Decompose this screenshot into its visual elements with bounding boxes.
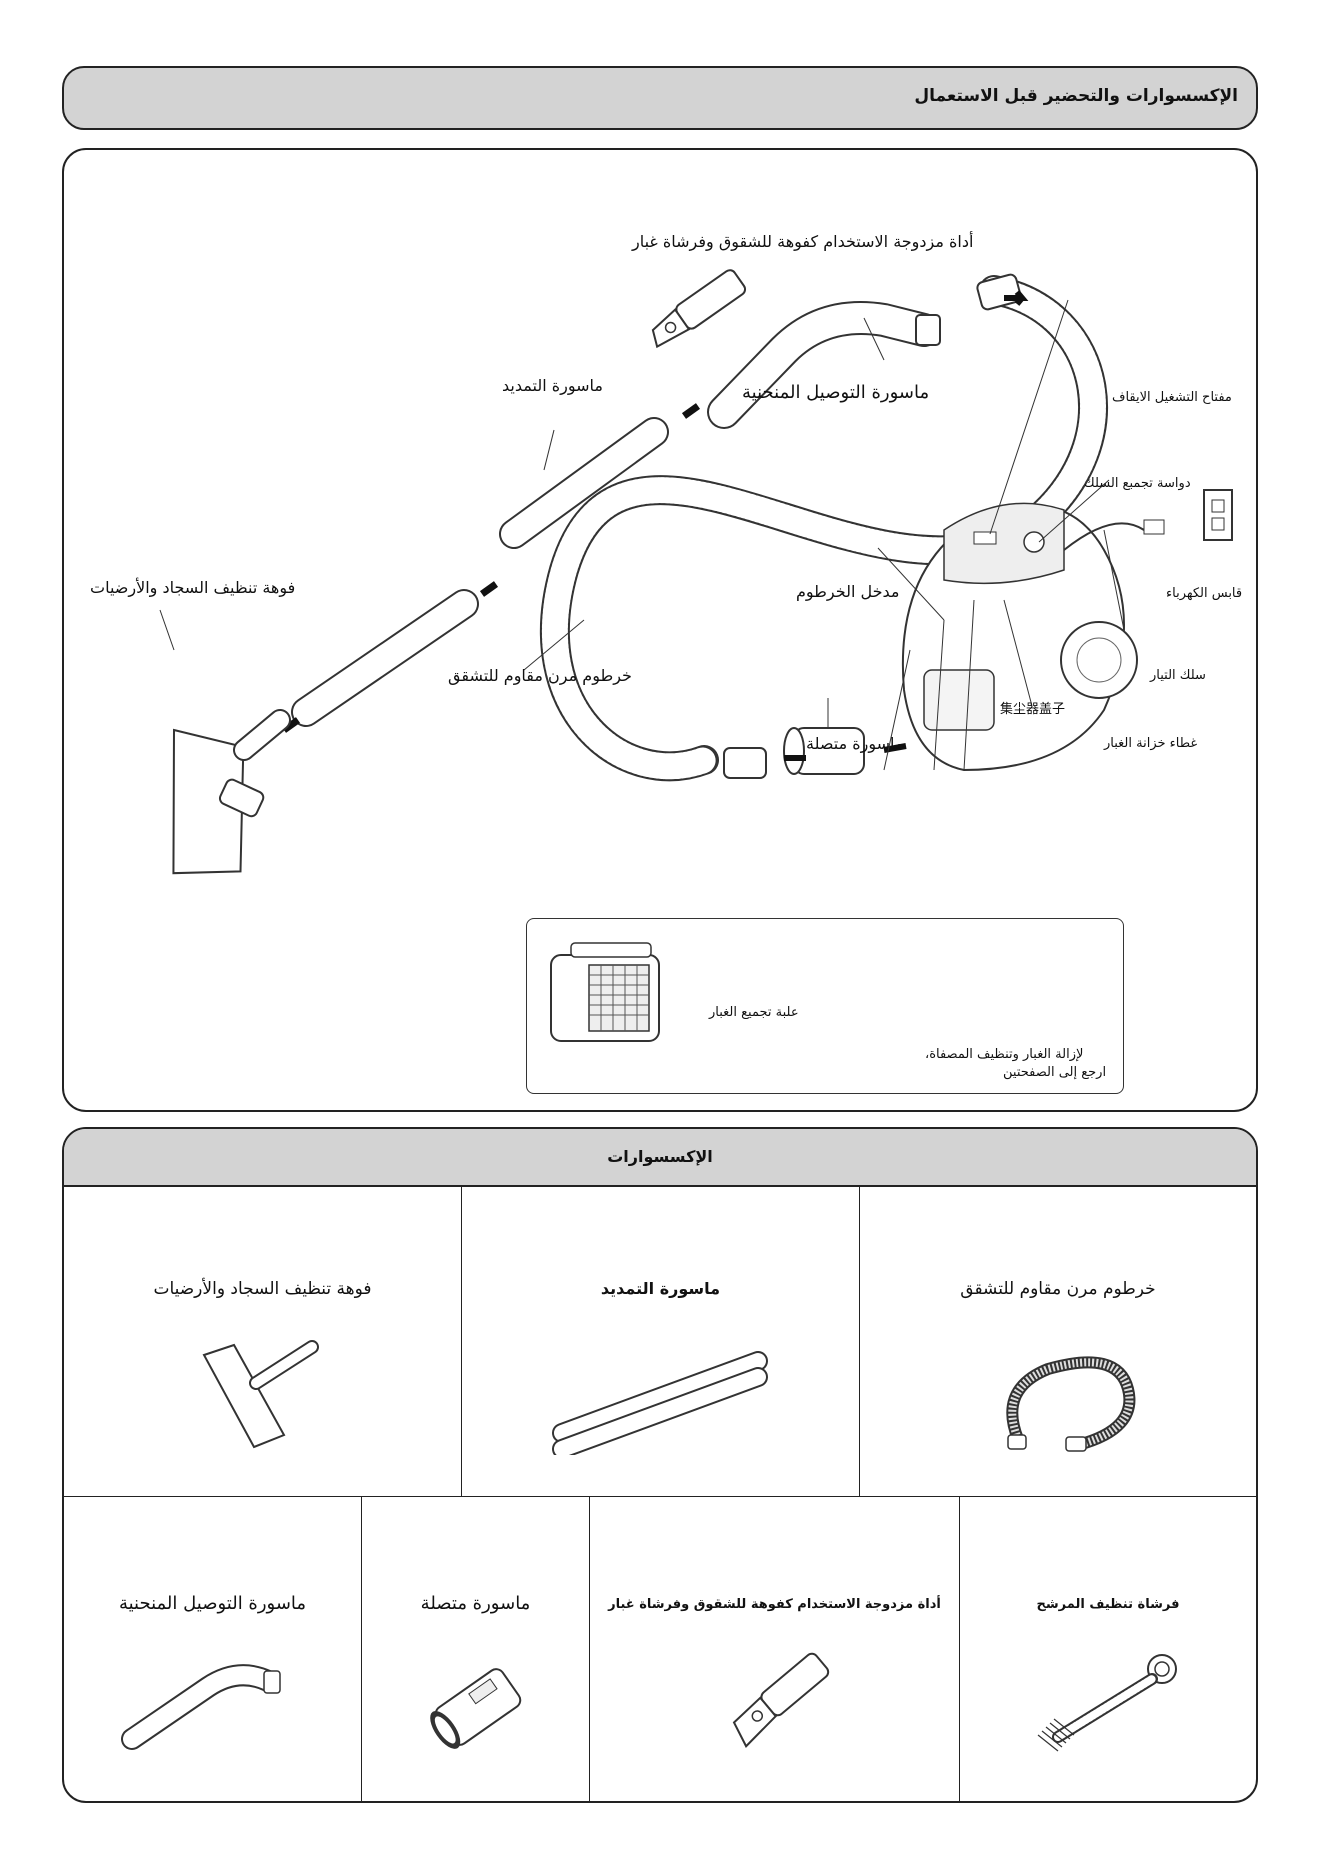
accessory-label: فوهة تنظيف السجاد والأرضيات <box>153 1279 372 1299</box>
dust-box-image <box>550 942 660 1042</box>
accessory-cell-filter-brush: فرشاة تنظيف المرشح <box>960 1497 1256 1801</box>
label-chinese: 集尘器盖子 <box>1000 702 1066 717</box>
section-header: الإكسسوارات والتحضير قبل الاستعمال <box>62 66 1258 130</box>
label-dust-cover: غطاء خزانة الغبار <box>1104 736 1198 751</box>
dust-box-note-1: لإزالة الغبار وتنظيف المصفاة، <box>925 1047 1084 1062</box>
accessory-label: أداة مزدوجة الاستخدام كفوهة للشقوق وفرشا… <box>608 1597 941 1612</box>
page-title: الإكسسوارات والتحضير قبل الاستعمال <box>914 86 1238 106</box>
curved-pipe-image <box>121 1664 281 1750</box>
filter-brush-image <box>1037 1654 1177 1752</box>
accessories-panel: الإكسسوارات فوهة تنظيف السجاد والأرضيات … <box>62 1127 1258 1803</box>
label-power-cord: سلك التيار <box>1150 668 1206 683</box>
vacuum-diagram <box>159 269 1233 875</box>
accessories-header: الإكسسوارات <box>64 1129 1256 1187</box>
connecting-pipe-image <box>430 1668 522 1749</box>
label-power-plug: قابس الكهرباء <box>1166 586 1243 601</box>
dust-box-inset: علبة تجميع الغبار لإزالة الغبار وتنظيف ا… <box>526 918 1124 1094</box>
dust-box-label: علبة تجميع الغبار <box>709 1005 799 1020</box>
extension-pipe-image <box>552 1351 768 1455</box>
accessory-label: ماسورة متصلة <box>420 1593 531 1614</box>
label-floor-nozzle: فوهة تنظيف السجاد والأرضيات <box>90 578 296 597</box>
accessory-cell-flexible-hose: خرطوم مرن مقاوم للتشقق <box>860 1185 1256 1497</box>
accessory-label: ماسورة التمديد <box>600 1279 721 1298</box>
label-connecting-pipe: ماسورة متصلة <box>806 734 904 753</box>
accessory-cell-dual-tool: أداة مزدوجة الاستخدام كفوهة للشقوق وفرشا… <box>590 1497 960 1801</box>
accessory-label: خرطوم مرن مقاوم للتشقق <box>960 1279 1156 1299</box>
label-curved-pipe: ماسورة التوصيل المنحنية <box>742 382 930 403</box>
dual-tool-image <box>732 1652 830 1748</box>
accessory-cell-floor-nozzle: فوهة تنظيف السجاد والأرضيات <box>64 1185 462 1497</box>
dust-box-note-2: ارجع إلى الصفحتين <box>1003 1065 1107 1080</box>
floor-nozzle-image <box>202 1340 319 1449</box>
accessory-cell-extension-pipe: ماسورة التمديد <box>462 1185 860 1497</box>
accessories-title: الإكسسوارات <box>607 1147 713 1166</box>
accessory-label: ماسورة التوصيل المنحنية <box>118 1593 307 1614</box>
label-dual-tool: أداة مزدوجة الاستخدام كفوهة للشقوق وفرشا… <box>632 232 974 251</box>
label-power-switch: مفتاح التشغيل الايقاف <box>1112 390 1232 405</box>
vacuum-diagram-panel: أداة مزدوجة الاستخدام كفوهة للشقوق وفرشا… <box>62 148 1258 1112</box>
accessory-cell-connecting-pipe: ماسورة متصلة <box>362 1497 590 1801</box>
label-flexible-hose: خرطوم مرن مقاوم للتشقق <box>448 666 632 685</box>
accessory-label: فرشاة تنظيف المرشح <box>1036 1597 1180 1612</box>
label-cord-pedal: دواسة تجمبع السلك <box>1084 476 1191 491</box>
label-hose-inlet: مدخل الخرطوم <box>796 582 900 601</box>
label-extension-pipe: ماسورة التمديد <box>502 376 603 395</box>
flexible-hose-image <box>1006 1356 1136 1452</box>
accessory-cell-curved-pipe: ماسورة التوصيل المنحنية <box>64 1497 362 1801</box>
